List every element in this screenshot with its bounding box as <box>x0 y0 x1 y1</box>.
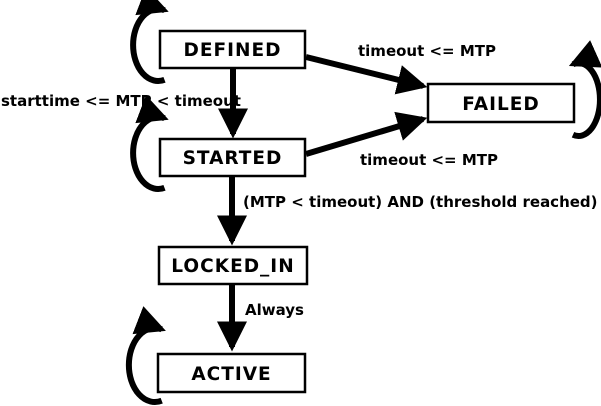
node-failed-label: FAILED <box>462 94 540 115</box>
edge-locked-in-to-active-label: Always <box>245 301 304 319</box>
node-started: STARTED <box>158 137 307 178</box>
node-locked-in: LOCKED_IN <box>157 245 309 286</box>
node-defined-box <box>158 29 307 70</box>
node-defined: DEFINED <box>158 29 307 70</box>
self-loop-active-arrow <box>125 306 166 405</box>
node-active-box <box>156 352 307 394</box>
transition-arrows <box>217 54 428 352</box>
edge-defined-to-failed-label: timeout <= MTP <box>358 42 496 60</box>
node-active-label: ACTIVE <box>191 364 271 385</box>
node-failed: FAILED <box>426 82 576 124</box>
edge-started-to-failed-label: timeout <= MTP <box>360 151 498 169</box>
node-failed-box <box>426 82 576 124</box>
edge-defined-to-started-label: starttime <= MTP < timeout <box>1 92 241 110</box>
self-loop-defined-arrow <box>130 0 169 84</box>
self-loop-failed-arrow <box>568 40 601 139</box>
edge-defined-to-failed-arrow <box>305 54 428 95</box>
node-defined-label: DEFINED <box>184 40 282 61</box>
edge-started-to-locked-in-label: (MTP < timeout) AND (threshold reached) <box>243 193 598 211</box>
self-loop-started-arrow <box>130 95 169 192</box>
transition-labels: starttime <= MTP < timeout timeout <= MT… <box>1 42 598 319</box>
node-started-label: STARTED <box>183 148 283 169</box>
node-locked-in-label: LOCKED_IN <box>171 256 294 277</box>
edge-started-to-failed-arrow <box>305 111 428 157</box>
node-active: ACTIVE <box>156 352 307 394</box>
self-loops <box>125 0 601 405</box>
